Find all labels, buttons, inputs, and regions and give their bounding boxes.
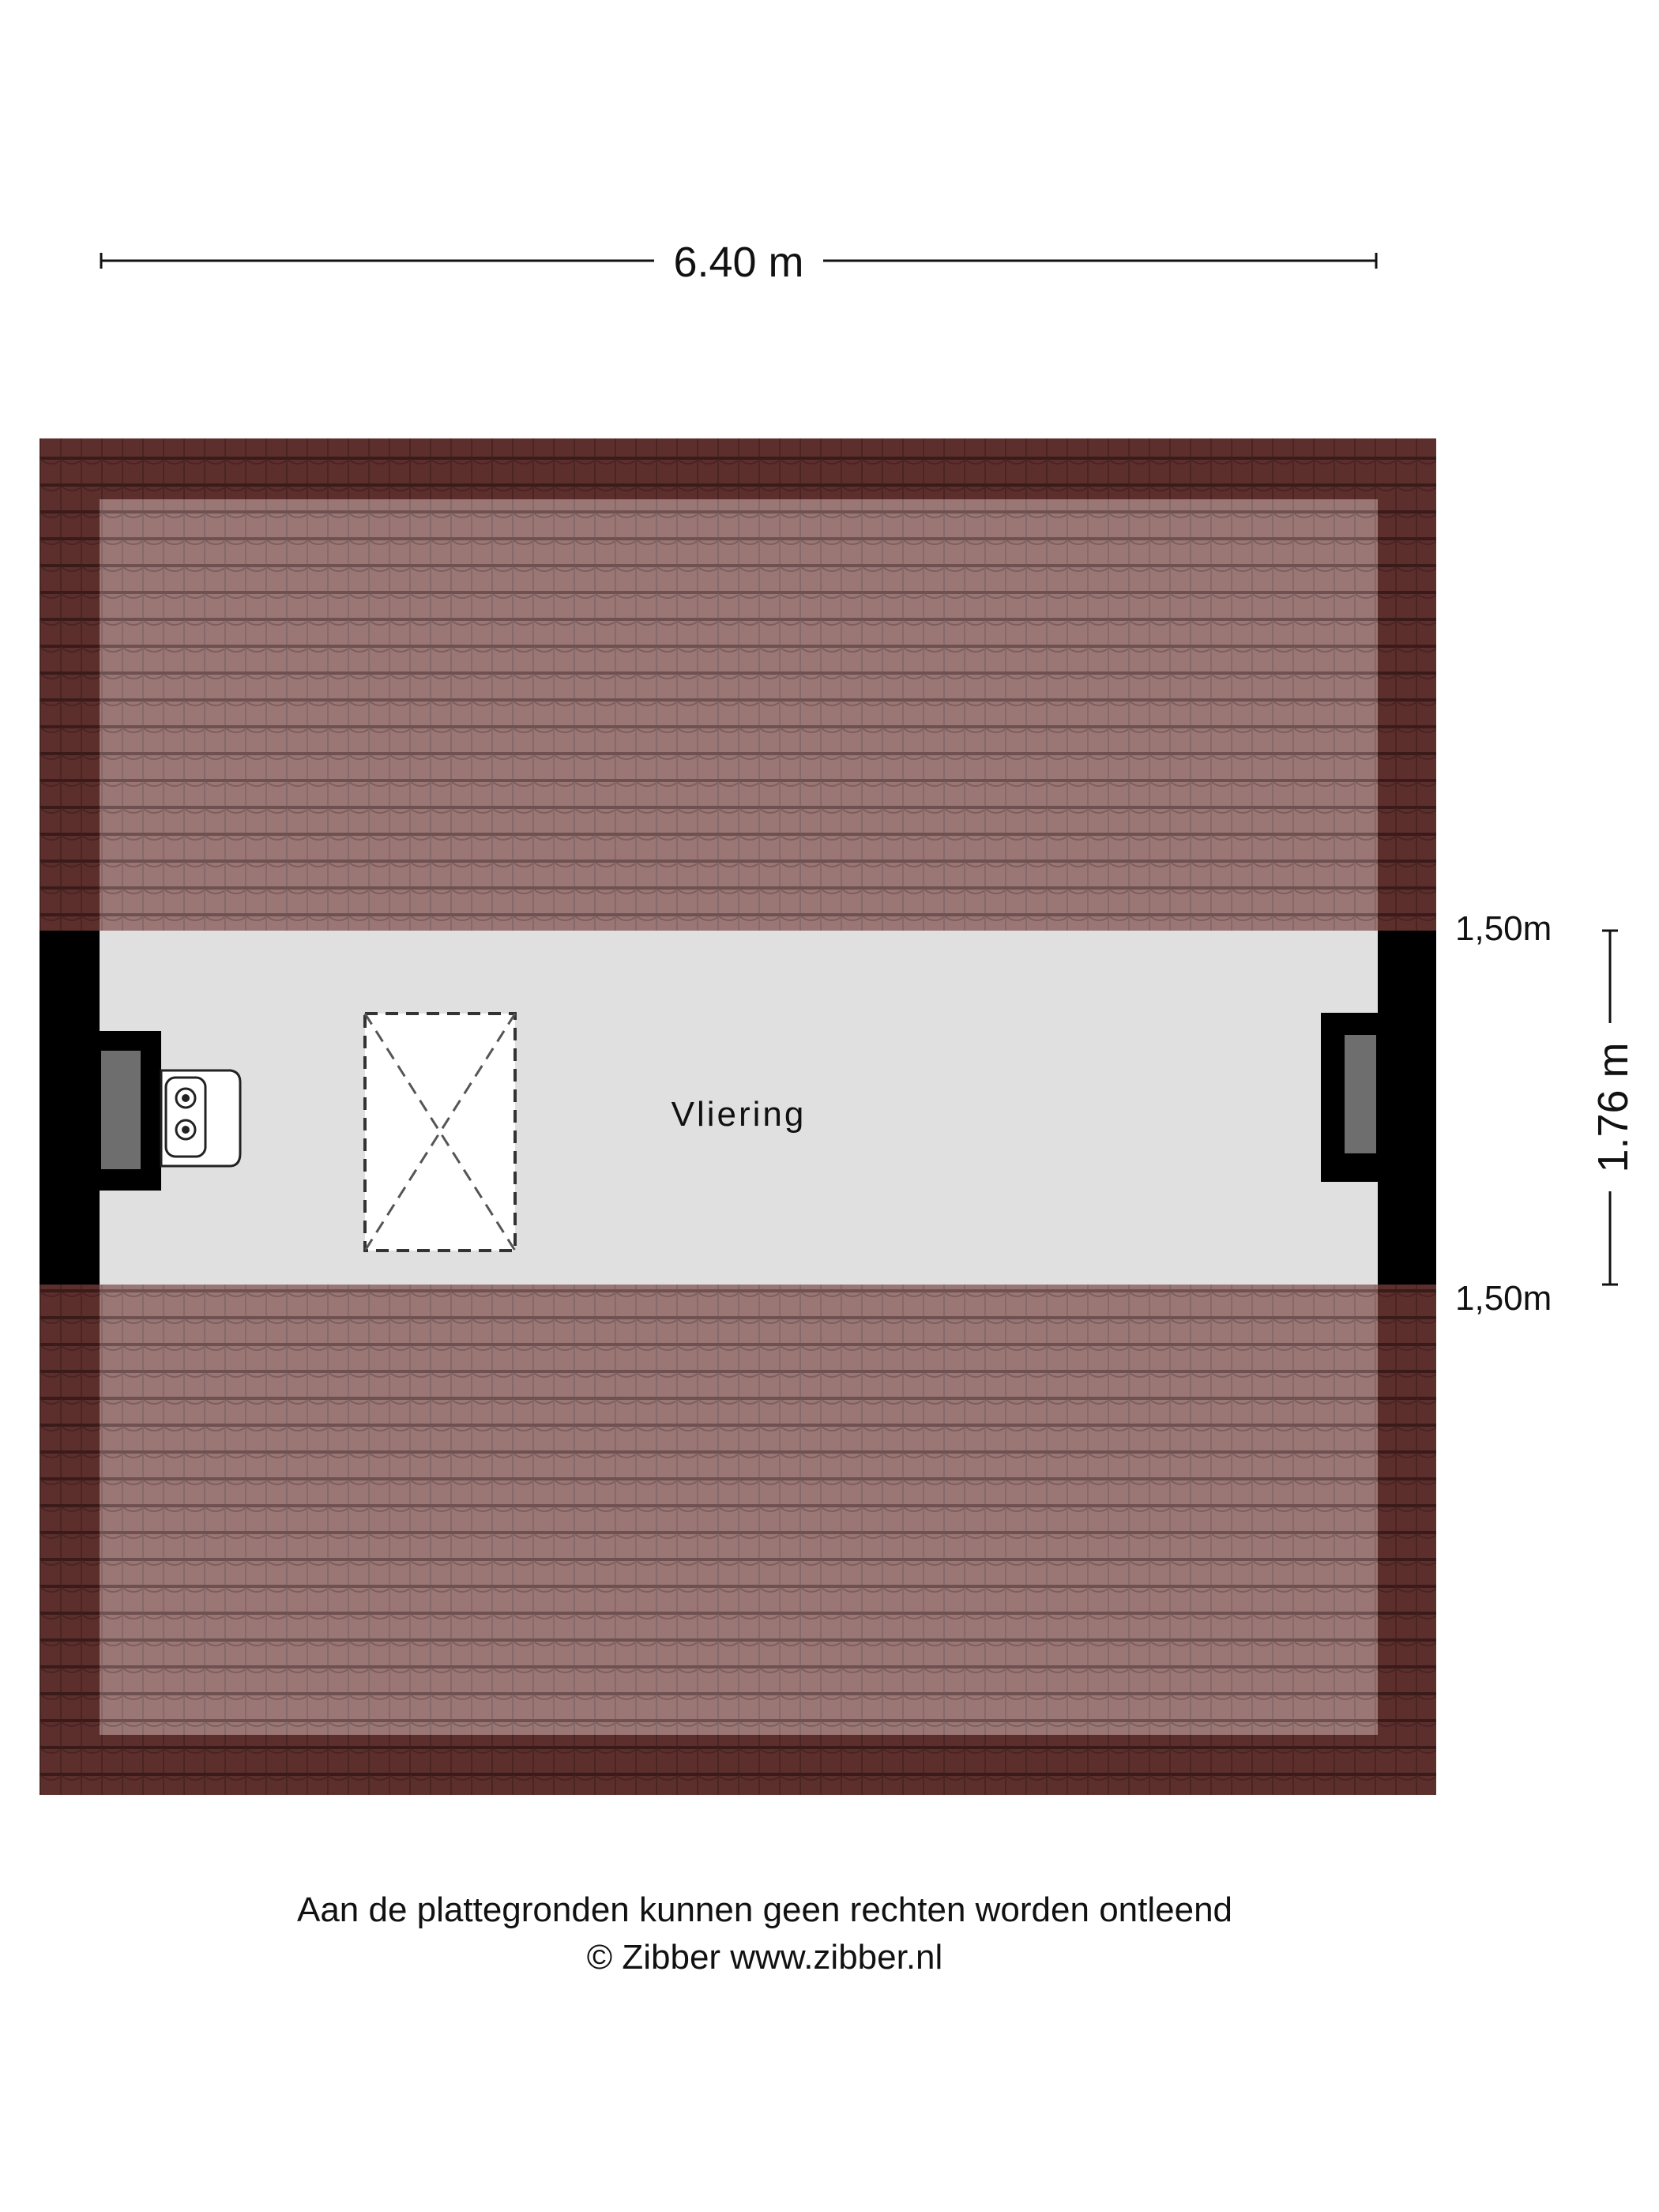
vliering-floor	[100, 931, 1378, 1285]
right-wall	[1321, 931, 1436, 1285]
loft-hatch	[363, 1012, 517, 1252]
roof-top-tiles	[100, 499, 1378, 931]
left-window-glass	[101, 1051, 141, 1169]
knee-wall-bottom-label: 1,50m	[1455, 1279, 1552, 1318]
left-wall	[40, 931, 161, 1285]
disclaimer-text: Aan de plattegronden kunnen geen rechten…	[297, 1890, 1232, 1929]
height-label: 1.76 m	[1589, 1042, 1637, 1172]
height-dimension: 1.76 m	[1589, 929, 1637, 1286]
roof-bottom-tiles	[100, 1285, 1378, 1735]
right-window-glass	[1345, 1035, 1376, 1153]
copyright-text: © Zibber www.zibber.nl	[587, 1938, 943, 1977]
width-label: 6.40 m	[673, 239, 803, 286]
knee-wall-top-label: 1,50m	[1455, 909, 1552, 948]
boiler-icon	[160, 1069, 242, 1168]
width-dimension: 6.40 m	[100, 239, 1378, 286]
room-label: Vliering	[672, 1095, 807, 1134]
